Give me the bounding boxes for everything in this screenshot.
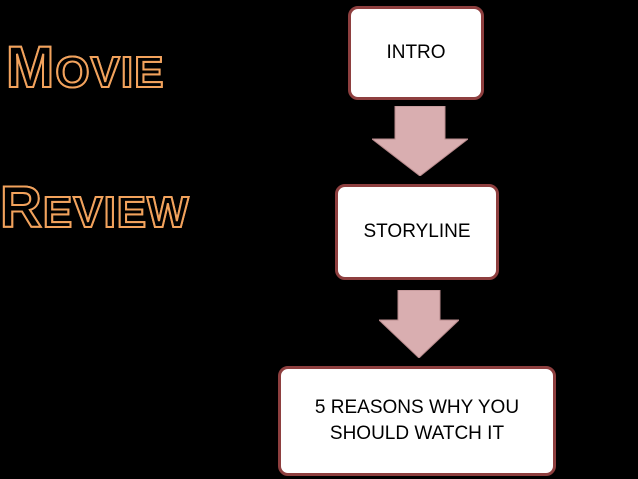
title-movie-rest: OVIE xyxy=(54,47,165,98)
title-movie: MOVIE xyxy=(5,34,165,101)
flow-step-storyline-label: STORYLINE xyxy=(363,221,471,243)
flow-step-intro: INTRO xyxy=(348,6,484,100)
down-arrow-icon xyxy=(379,290,459,358)
title-movie-initial: M xyxy=(5,34,56,101)
flow-step-storyline: STORYLINE xyxy=(335,184,499,280)
title-review: REVIEW xyxy=(0,174,190,241)
down-arrow-icon xyxy=(372,106,468,176)
title-review-initial: R xyxy=(0,174,43,241)
title-review-rest: EVIEW xyxy=(42,187,190,238)
flow-step-intro-label: INTRO xyxy=(386,42,446,64)
flow-step-reasons: 5 REASONS WHY YOU SHOULD WATCH IT xyxy=(278,366,556,476)
flow-step-reasons-label: 5 REASONS WHY YOU SHOULD WATCH IT xyxy=(314,397,520,444)
